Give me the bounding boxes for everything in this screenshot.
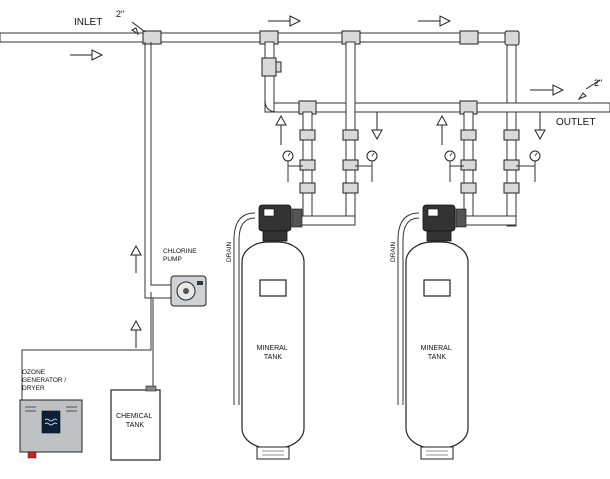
control-valve-1	[258, 204, 303, 242]
mineral-tank-1	[241, 241, 305, 460]
arrow-right-icon	[289, 15, 302, 27]
arrow-up-icon	[436, 114, 448, 126]
mineral-tank-2	[405, 241, 469, 460]
arrow-right-icon	[91, 49, 104, 61]
pressure-gauge-1a	[282, 150, 294, 162]
header-tee-3	[459, 30, 479, 45]
drain-label-1: DRAIN	[226, 241, 233, 262]
arrow-up-icon	[130, 244, 142, 256]
arrow-up-icon	[130, 319, 142, 331]
arrow-right-icon	[552, 84, 565, 96]
train-1-plumbing	[287, 41, 373, 226]
arrow-down-icon	[371, 129, 383, 141]
chemical-tank-label: CHEMICAL TANK	[116, 413, 154, 429]
arrow-down-icon	[534, 129, 546, 141]
arrow-right-icon	[439, 15, 452, 27]
drain-line-1	[233, 212, 256, 405]
arrow-down-icon	[577, 92, 587, 101]
train-2-plumbing	[449, 100, 536, 226]
pressure-gauge-1b	[366, 150, 378, 162]
outlet-header-pipe	[265, 102, 610, 113]
mineral-tank-2-label: MINERAL TANK	[421, 345, 454, 361]
chlorine-pump	[170, 275, 207, 307]
drain-line-2	[397, 212, 420, 405]
outlet-size-label: 2"	[594, 78, 602, 88]
mineral-tank-1-label: MINERAL TANK	[257, 345, 290, 361]
chemical-tank	[110, 385, 161, 461]
arrow-up-icon	[275, 114, 287, 126]
flow-arrows	[70, 15, 601, 348]
inlet-label: INLET	[74, 17, 102, 28]
drain-label-2: DRAIN	[390, 241, 397, 262]
ozone-generator	[19, 399, 83, 459]
chlorine-pump-label: CHLORINE PUMP	[163, 248, 198, 263]
pressure-gauge-2b	[529, 150, 541, 162]
chemical-feed-line	[21, 42, 182, 400]
ozone-generator-label: OZONE GENERATOR / DRYER	[22, 369, 68, 392]
inlet-header-pipe	[0, 32, 516, 43]
arrow-down-icon	[131, 27, 139, 36]
pressure-gauge-2a	[444, 150, 456, 162]
bypass-drop-1	[261, 41, 282, 113]
outlet-label: OUTLET	[556, 117, 595, 128]
control-valve-2	[422, 204, 467, 242]
inlet-size-label: 2"	[116, 9, 124, 19]
inlet-tee	[142, 30, 162, 45]
